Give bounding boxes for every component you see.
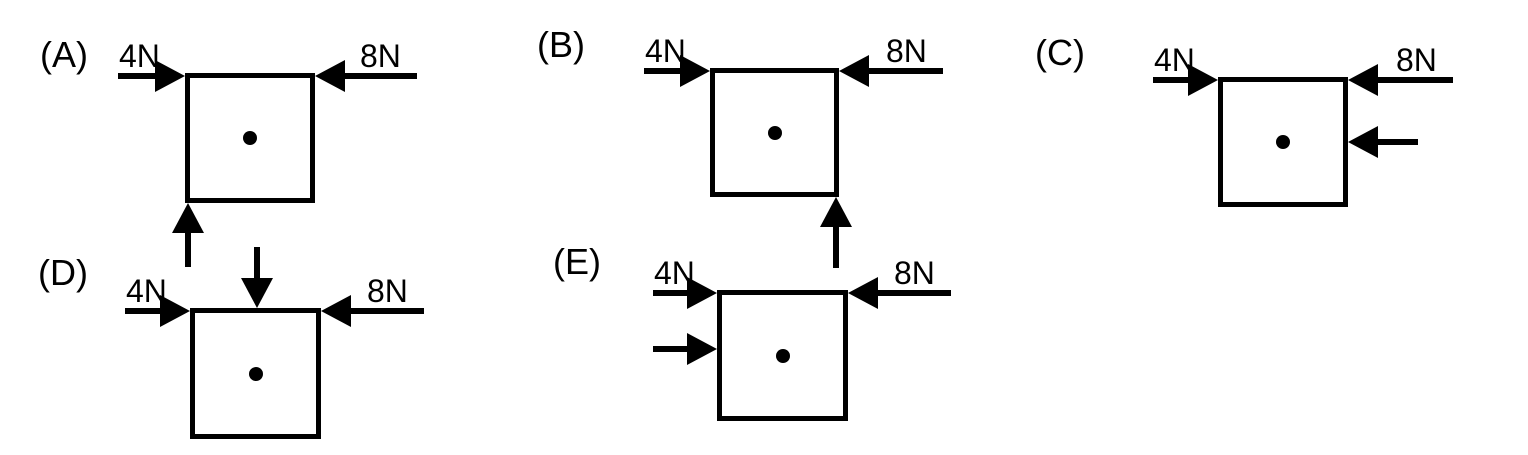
option-label-e: (E) [553,241,601,282]
force-arrowhead-left [315,60,345,92]
option-label-b: (B) [537,24,585,65]
force-arrow-shaft [653,290,693,296]
force-arrowhead-up [172,203,204,233]
force-label-8n: 8N [367,273,408,309]
option-label-a: (A) [40,34,88,75]
force-arrow-shaft [339,73,417,79]
force-label-4n: 4N [654,255,695,291]
force-label-8n: 8N [886,33,927,69]
force-label-4n: 4N [126,273,167,309]
force-arrow-shaft [653,345,693,352]
force-arrowhead-down [240,278,273,308]
center-of-mass-dot [775,348,790,363]
force-arrowhead-right [160,295,190,327]
force-arrowhead-right [687,277,717,309]
option-label-d: (D) [38,252,88,293]
force-arrowhead-left [848,277,878,309]
force-arrow-shaft [1372,77,1453,83]
force-arrowhead-left [1348,64,1378,96]
force-arrow-shaft [833,221,839,268]
force-arrowhead-left [1348,126,1378,158]
option-label-c: (C) [1035,32,1085,73]
block-square [185,73,315,203]
force-arrow-shaft [185,227,191,267]
center-of-mass-dot [243,131,257,145]
force-arrow-shaft [1153,77,1194,83]
force-label-4n: 4N [1154,42,1195,78]
force-arrow-shaft [253,247,260,284]
force-arrow-shaft [125,308,166,314]
force-arrow-shaft [345,308,424,314]
force-arrowhead-up [820,197,852,227]
block-square [190,308,321,439]
force-arrow-shaft [863,68,943,74]
center-of-mass-dot [1276,135,1290,149]
block-square [717,290,848,421]
force-arrowhead-right [1188,64,1218,96]
force-label-4n: 4N [119,38,160,74]
block-square [1218,77,1348,207]
force-label-8n: 8N [360,38,401,74]
force-label-4n: 4N [645,33,686,69]
force-arrowhead-right [680,55,710,87]
force-arrowhead-left [321,295,351,327]
force-arrow-shaft [118,73,161,79]
force-arrowhead-left [839,55,869,87]
center-of-mass-dot [248,366,263,381]
center-of-mass-dot [767,125,782,140]
force-arrow-shaft [1372,139,1418,145]
force-arrowhead-right [155,60,185,92]
force-arrow-shaft [872,290,951,296]
force-label-8n: 8N [1396,42,1437,78]
force-arrowhead-right [687,332,717,365]
force-label-8n: 8N [894,255,935,291]
block-square [710,68,839,197]
force-arrow-shaft [644,68,686,74]
